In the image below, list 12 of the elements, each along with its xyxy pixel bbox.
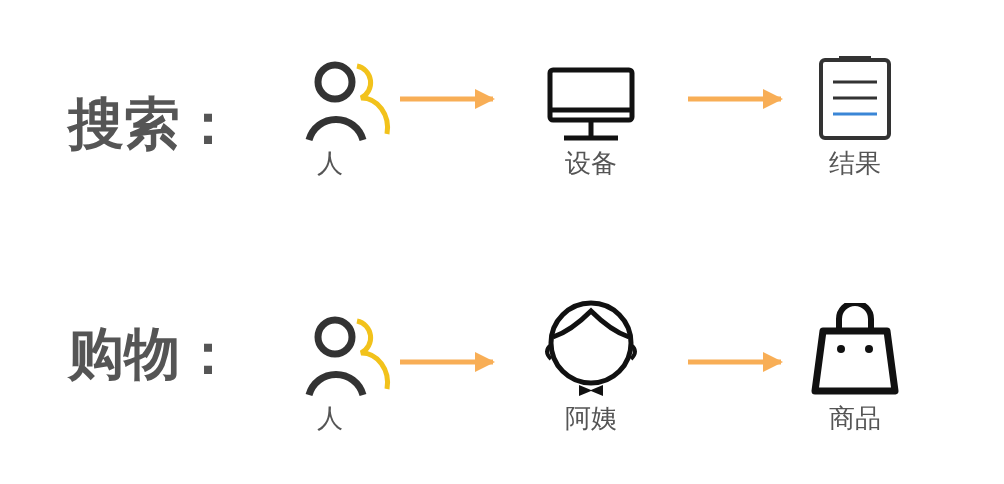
row-title: 购物：	[68, 322, 236, 386]
arrow	[688, 352, 783, 372]
arrow	[688, 89, 783, 109]
arrow	[400, 89, 495, 109]
icon-label: 人	[317, 148, 343, 178]
icon-label: 人	[317, 403, 343, 433]
icon-label: 阿姨	[564, 403, 617, 433]
arrow	[400, 352, 495, 372]
icon-label: 商品	[829, 403, 881, 433]
icon-label: 设备	[564, 148, 617, 178]
row-title: 搜索：	[68, 92, 236, 156]
icon-label: 结果	[829, 148, 881, 178]
